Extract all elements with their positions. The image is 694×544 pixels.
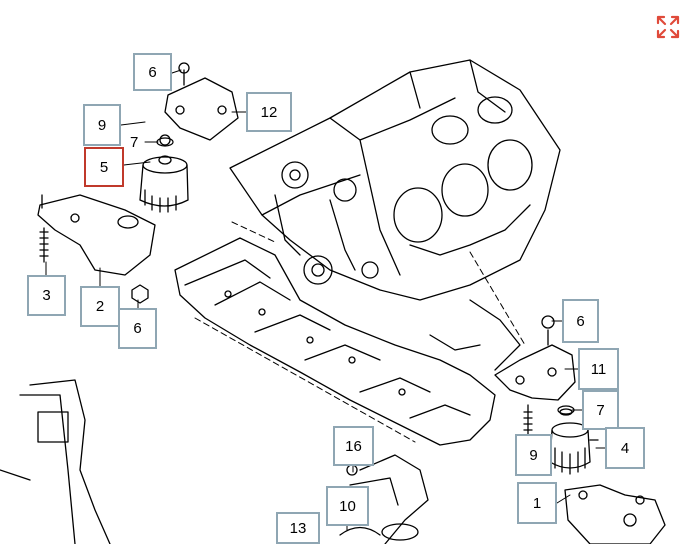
washer-right xyxy=(557,405,575,415)
callout-9-right[interactable]: 9 xyxy=(515,434,552,476)
bracket-right xyxy=(494,315,576,401)
washer-left xyxy=(156,137,174,147)
cylinder-bore xyxy=(393,187,443,243)
callout-9-left[interactable]: 9 xyxy=(83,104,121,146)
cylinder-bore xyxy=(477,96,513,124)
callout-6-right[interactable]: 6 xyxy=(562,299,599,343)
bracket-left-lower xyxy=(37,194,156,276)
cylinder-bore xyxy=(487,139,533,191)
engine-mount-right xyxy=(549,408,599,475)
oil-pan xyxy=(174,237,521,446)
callout-2[interactable]: 2 xyxy=(80,286,120,327)
callout-16[interactable]: 16 xyxy=(333,426,374,466)
callout-11[interactable]: 11 xyxy=(578,348,619,390)
callout-7-right[interactable]: 7 xyxy=(582,390,619,430)
callout-3[interactable]: 3 xyxy=(27,275,66,316)
callout-10[interactable]: 10 xyxy=(326,486,369,526)
guide-lines xyxy=(194,221,526,443)
label-7-left: 7 xyxy=(130,134,139,151)
cylinder-bore xyxy=(431,115,469,145)
callout-6-left-lower[interactable]: 6 xyxy=(118,308,157,349)
callout-4[interactable]: 4 xyxy=(605,427,645,469)
nut-left-lower xyxy=(131,284,149,304)
cylinder-bore xyxy=(441,163,489,217)
bracket-right-lower xyxy=(564,484,666,544)
callout-13[interactable]: 13 xyxy=(276,512,320,544)
engine-mount-left xyxy=(139,134,189,213)
subframe xyxy=(0,379,111,544)
expand-icon[interactable] xyxy=(655,14,681,40)
bolt-left xyxy=(39,227,49,263)
bracket-left-upper xyxy=(164,62,239,141)
callout-1[interactable]: 1 xyxy=(517,482,557,524)
lower-mount-assembly xyxy=(339,454,429,544)
callout-6-top[interactable]: 6 xyxy=(133,53,172,91)
callout-12[interactable]: 12 xyxy=(246,92,292,132)
engine-block xyxy=(229,59,561,301)
callout-5-selected[interactable]: 5 xyxy=(84,147,124,187)
